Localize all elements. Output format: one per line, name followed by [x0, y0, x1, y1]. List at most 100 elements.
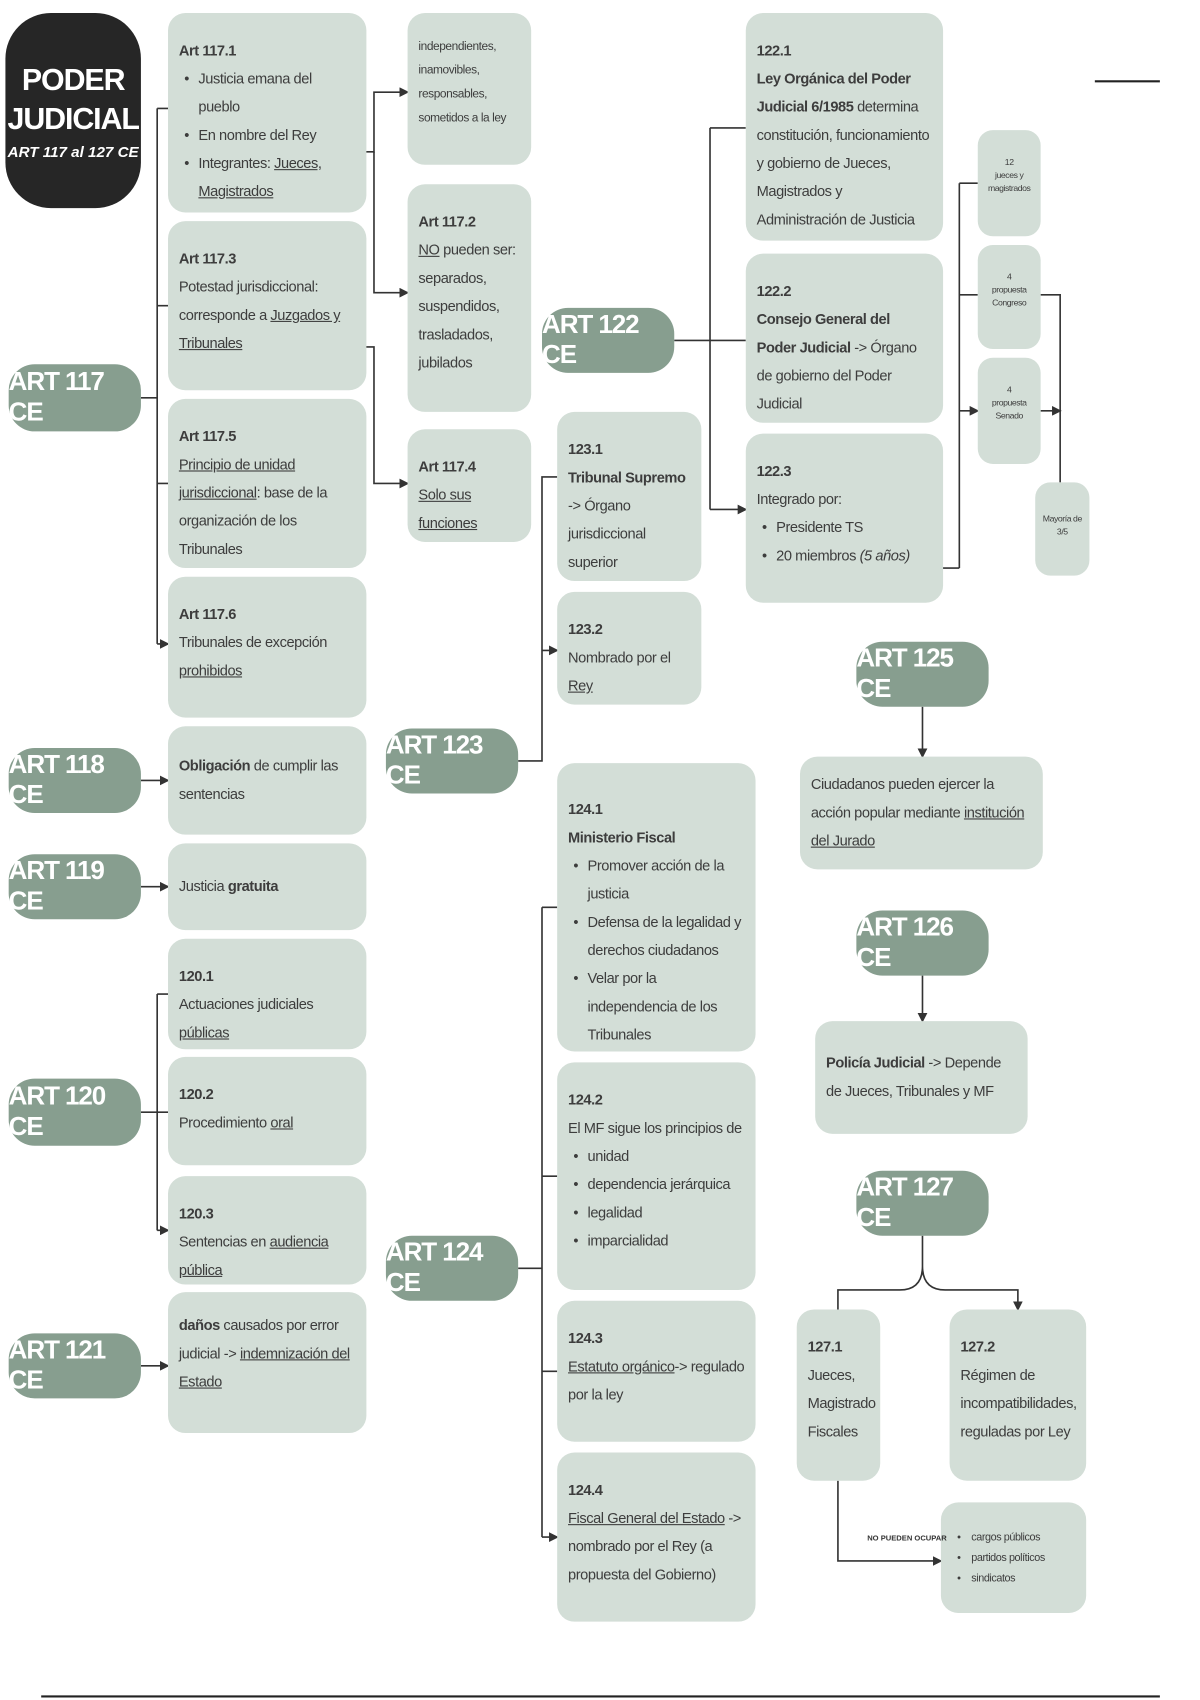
paragraph: 120.1 [179, 963, 356, 991]
text-segment: Potestad jurisdiccional: corresponde a [178, 278, 319, 324]
connector-124 [518, 906, 557, 1537]
paragraph: 120.2 [179, 1081, 356, 1109]
text-segment: Obligación [178, 757, 251, 774]
bullet-item: Presidente TS [757, 514, 933, 542]
text-segment: -> regulado por la ley [568, 1358, 745, 1403]
text-segment: Fiscal General del Estado [568, 1510, 725, 1527]
text-segment: Justicia emana del pueblo [198, 70, 312, 115]
text-segment: 122.2 [756, 282, 792, 300]
text-segment: 4 [1007, 272, 1012, 282]
box-119: Justicia gratuita [168, 843, 367, 931]
text-segment: Consejo General del Poder Judicial [756, 311, 891, 356]
paragraph: Régimen de incompatibilidades, reguladas… [960, 1362, 1077, 1447]
paragraph: Art 117.5 [179, 423, 356, 451]
connector-127-1-cargos [837, 1480, 943, 1566]
text-segment: Jueces, Magistrado Fiscales [807, 1366, 877, 1440]
node-art-119: ART 119 CE [8, 854, 141, 920]
paragraph: 122.1 [757, 37, 933, 65]
text-segment: Art 117.3 [178, 250, 237, 267]
title-line1: PODER [21, 62, 126, 97]
text-segment: audiencia pública [178, 1233, 329, 1279]
text-segment: Principio de unidad jurisdiccional [178, 456, 296, 501]
paragraph: Art 117.3 [179, 245, 356, 273]
text-segment: (5 años) [859, 547, 911, 564]
text-segment: Estatuto orgánico [568, 1358, 675, 1375]
text-segment: Mayoría de 3/5 [1042, 513, 1082, 537]
text-segment: -> Depende de Jueces, Tribunales y MF [826, 1054, 1001, 1100]
text-segment: propuesta Senado [991, 397, 1027, 421]
text-segment: Rey [568, 677, 593, 694]
connector-117-1-117-2 [373, 151, 410, 298]
text-segment: Tribunales de excepción [178, 634, 328, 651]
text-segment: de cumplir las sentencias [178, 757, 339, 803]
connector-mayoria [1040, 294, 1061, 483]
text-segment: Art 117.2 [418, 213, 476, 230]
paragraph: Art 117.6 [179, 601, 356, 629]
paragraph: 127.2 [960, 1333, 1075, 1361]
paragraph: 4 [982, 271, 1036, 284]
paragraph: Art 117.1 [179, 37, 356, 65]
title-badge: PODER JUDICIAL ART 117 al 127 CE [5, 13, 141, 209]
text-segment: 20 miembros [776, 547, 860, 564]
paragraph: 123.2 [568, 616, 690, 644]
box-121: daños causados por error judicial -> ind… [168, 1292, 367, 1434]
text-segment: Actuaciones judiciales [178, 996, 314, 1013]
paragraph: Consejo General del Poder Judicial -> Ór… [757, 306, 933, 419]
paragraph: Procedimiento oral [179, 1109, 356, 1137]
box-118: Obligación de cumplir las sentencias [168, 726, 367, 835]
paragraph: daños causados por error judicial -> ind… [179, 1312, 356, 1397]
paragraph: Jueces, Magistrado Fiscales [808, 1362, 877, 1447]
paragraph: Ciudadanos pueden ejercer la acción popu… [811, 771, 1032, 856]
box-126: Policía Judicial -> Depende de Jueces, T… [815, 1021, 1028, 1134]
paragraph: Nombrado por el Rey [568, 644, 690, 700]
text-segment: partidos políticos [971, 1551, 1045, 1564]
text-segment: 4 [1007, 384, 1012, 395]
text-segment: prohibidos [178, 662, 243, 679]
text-segment: causados por error judicial -> [178, 1317, 339, 1362]
node-art-127: ART 127 CE [856, 1170, 989, 1236]
text-segment: legalidad [587, 1204, 643, 1221]
text-segment: 120.3 [178, 1205, 214, 1222]
bullet-item: partidos políticos [952, 1547, 1076, 1568]
paragraph: 122.3 [757, 457, 933, 485]
box-independientes: independientes, inamovibles, responsable… [407, 13, 532, 165]
paragraph: 124.3 [568, 1325, 745, 1353]
paragraph: 127.1 [808, 1333, 870, 1361]
text-segment: sindicatos [971, 1572, 1016, 1585]
bullet-item: dependencia jerárquica [568, 1171, 745, 1199]
text-segment: Tribunal Supremo [568, 469, 686, 486]
box-124-2: 124.2El MF sigue los principios deunidad… [557, 1062, 756, 1290]
text-segment: 122.3 [756, 462, 792, 480]
paragraph: Justicia gratuita [179, 873, 356, 901]
text-segment: NO [418, 241, 440, 258]
title-line2: JUDICIAL [7, 101, 140, 136]
text-segment: imparcialidad [587, 1232, 669, 1249]
paragraph: Policía Judicial -> Depende de Jueces, T… [826, 1049, 1017, 1105]
text-segment: jueces y magistrados [987, 170, 1031, 193]
node-art-120: ART 120 CE [8, 1078, 141, 1146]
text-segment: Ciudadanos pueden ejercer la acción popu… [810, 776, 995, 821]
bullet-item: imparcialidad [568, 1227, 745, 1255]
text-segment: Sentencias en [178, 1233, 270, 1250]
text-segment: institución del Jurado [810, 804, 1025, 849]
bullet-item: Defensa de la legalidad y derechos ciuda… [568, 908, 745, 964]
text-segment: dependencia jerárquica [587, 1176, 731, 1193]
node-art-121: ART 121 CE [8, 1333, 141, 1399]
text-segment: daños [178, 1317, 220, 1334]
node-art-126: ART 126 CE [856, 910, 989, 976]
paragraph: 123.1 [568, 436, 690, 464]
paragraph: Potestad jurisdiccional: corresponde a J… [179, 273, 356, 358]
paragraph: 4 [982, 384, 1036, 397]
text-segment: 120.1 [178, 968, 214, 985]
text-segment: propuesta Congreso [991, 285, 1027, 308]
text-segment: Art 117.5 [178, 428, 237, 445]
